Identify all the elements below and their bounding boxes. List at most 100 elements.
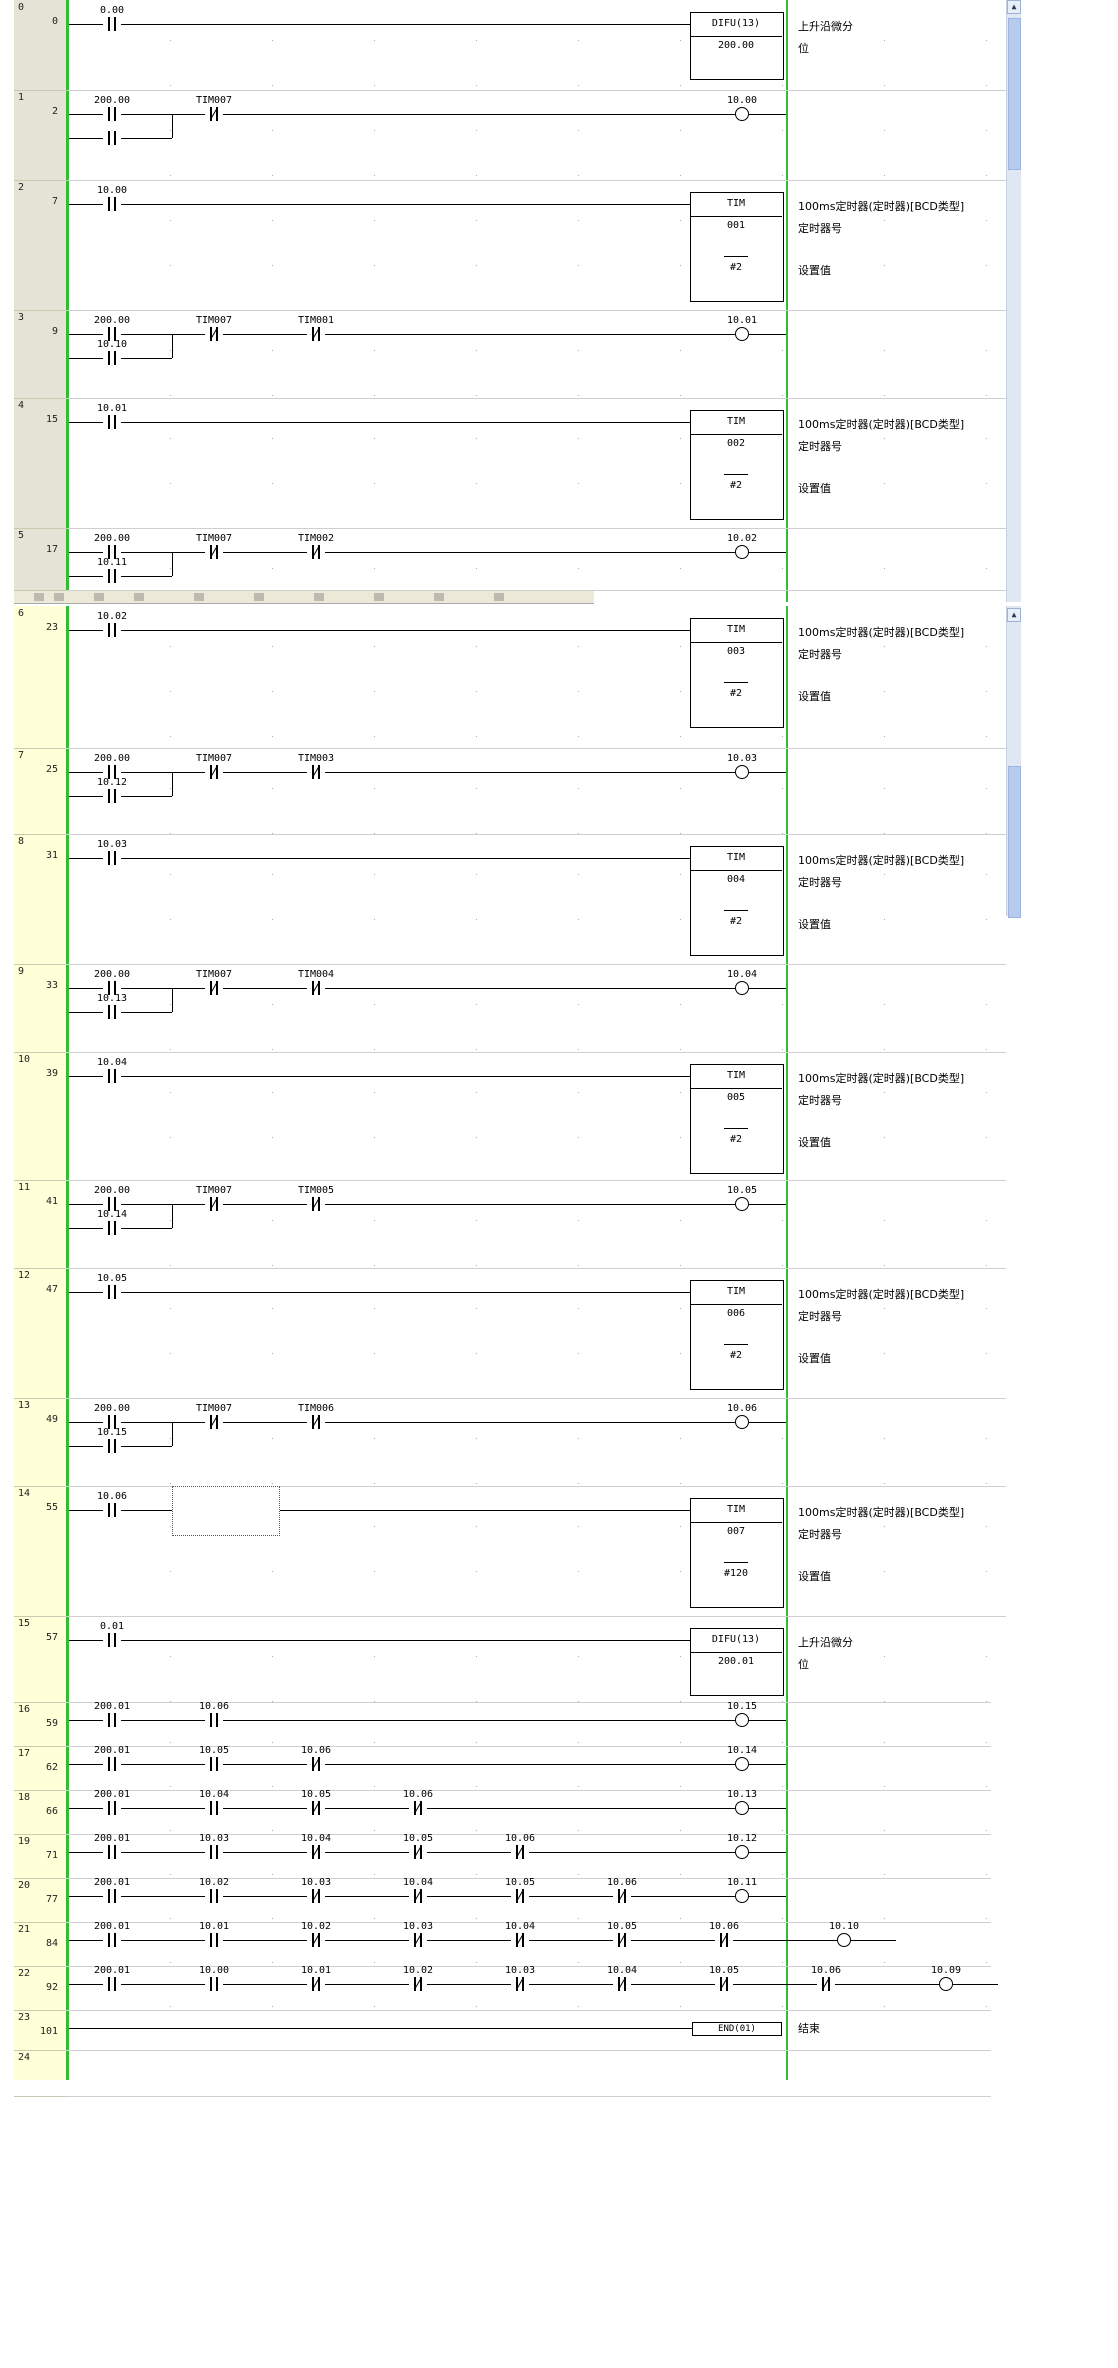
contact-seal[interactable]	[103, 1439, 121, 1453]
contact-3[interactable]	[409, 1889, 427, 1903]
timer-block[interactable]	[690, 1280, 784, 1390]
contact-a[interactable]	[103, 545, 121, 559]
contact-input[interactable]	[103, 623, 121, 637]
contact-b[interactable]	[205, 107, 223, 121]
output-coil[interactable]	[735, 1889, 749, 1903]
output-coil[interactable]	[939, 1977, 953, 1991]
output-coil[interactable]	[735, 1415, 749, 1429]
output-coil[interactable]	[735, 1713, 749, 1727]
contact-input[interactable]	[103, 851, 121, 865]
contact-5[interactable]	[613, 1933, 631, 1947]
contact-3[interactable]	[409, 1933, 427, 1947]
contact-3[interactable]	[409, 1845, 427, 1859]
contact-1[interactable]	[205, 1713, 223, 1727]
contact-c[interactable]	[307, 981, 325, 995]
contact-4[interactable]	[511, 1933, 529, 1947]
output-coil[interactable]	[735, 1801, 749, 1815]
contact-3[interactable]	[409, 1801, 427, 1815]
contact-seal[interactable]	[103, 789, 121, 803]
contact-7[interactable]	[817, 1977, 835, 1991]
output-coil[interactable]	[837, 1933, 851, 1947]
contact-input[interactable]	[103, 1503, 121, 1517]
difu-block[interactable]	[690, 12, 784, 80]
output-coil[interactable]	[735, 545, 749, 559]
contact-b[interactable]	[205, 1415, 223, 1429]
contact-seal[interactable]	[103, 351, 121, 365]
contact-input[interactable]	[103, 1069, 121, 1083]
selection-cursor[interactable]	[172, 1486, 280, 1536]
contact-0[interactable]	[103, 1757, 121, 1771]
timer-block[interactable]	[690, 618, 784, 728]
contact-c[interactable]	[307, 1197, 325, 1211]
contact-2[interactable]	[307, 1889, 325, 1903]
contact-input[interactable]	[103, 17, 121, 31]
contact-a[interactable]	[103, 1197, 121, 1211]
difu-block[interactable]	[690, 1628, 784, 1696]
contact-2[interactable]	[307, 1757, 325, 1771]
lower-scrollbar[interactable]: ▲	[1006, 606, 1021, 918]
output-coil[interactable]	[735, 981, 749, 995]
contact-6[interactable]	[715, 1933, 733, 1947]
contact-2[interactable]	[307, 1977, 325, 1991]
contact-1[interactable]	[205, 1801, 223, 1815]
contact-seal[interactable]	[103, 1221, 121, 1235]
contact-c[interactable]	[307, 1415, 325, 1429]
contact-5[interactable]	[613, 1977, 631, 1991]
contact-4[interactable]	[511, 1845, 529, 1859]
contact-c[interactable]	[307, 545, 325, 559]
timer-block[interactable]	[690, 1498, 784, 1608]
contact-b[interactable]	[205, 981, 223, 995]
contact-a[interactable]	[103, 1415, 121, 1429]
contact-b[interactable]	[205, 765, 223, 779]
contact-seal[interactable]	[103, 569, 121, 583]
contact-4[interactable]	[511, 1889, 529, 1903]
contact-a[interactable]	[103, 765, 121, 779]
contact-1[interactable]	[205, 1933, 223, 1947]
contact-seal[interactable]	[103, 1005, 121, 1019]
contact-c[interactable]	[307, 765, 325, 779]
contact-4[interactable]	[511, 1977, 529, 1991]
output-coil[interactable]	[735, 1757, 749, 1771]
contact-input[interactable]	[103, 1633, 121, 1647]
contact-2[interactable]	[307, 1801, 325, 1815]
contact-0[interactable]	[103, 1845, 121, 1859]
scroll-thumb-lower[interactable]	[1008, 766, 1021, 918]
output-coil[interactable]	[735, 107, 749, 121]
contact-0[interactable]	[103, 1801, 121, 1815]
contact-2[interactable]	[307, 1845, 325, 1859]
timer-block[interactable]	[690, 192, 784, 302]
contact-0[interactable]	[103, 1713, 121, 1727]
contact-a[interactable]	[103, 981, 121, 995]
contact-5[interactable]	[613, 1889, 631, 1903]
contact-1[interactable]	[205, 1977, 223, 1991]
contact-input[interactable]	[103, 197, 121, 211]
timer-block[interactable]	[690, 846, 784, 956]
contact-input[interactable]	[103, 415, 121, 429]
contact-0[interactable]	[103, 1977, 121, 1991]
scroll-up-button-lower[interactable]: ▲	[1007, 608, 1021, 622]
contact-b[interactable]	[205, 1197, 223, 1211]
contact-6[interactable]	[715, 1977, 733, 1991]
end-instruction[interactable]: END(01)	[692, 2022, 782, 2036]
scroll-up-button[interactable]: ▲	[1007, 0, 1021, 14]
scroll-thumb[interactable]	[1008, 18, 1021, 170]
contact-c[interactable]	[307, 327, 325, 341]
contact-a[interactable]	[103, 107, 121, 121]
contact-a[interactable]	[103, 327, 121, 341]
contact-0[interactable]	[103, 1933, 121, 1947]
contact-seal[interactable]	[103, 131, 121, 145]
output-coil[interactable]	[735, 1845, 749, 1859]
timer-block[interactable]	[690, 410, 784, 520]
contact-1[interactable]	[205, 1845, 223, 1859]
contact-b[interactable]	[205, 327, 223, 341]
output-coil[interactable]	[735, 327, 749, 341]
output-coil[interactable]	[735, 1197, 749, 1211]
contact-input[interactable]	[103, 1285, 121, 1299]
contact-b[interactable]	[205, 545, 223, 559]
output-coil[interactable]	[735, 765, 749, 779]
contact-3[interactable]	[409, 1977, 427, 1991]
timer-block[interactable]	[690, 1064, 784, 1174]
contact-2[interactable]	[307, 1933, 325, 1947]
contact-1[interactable]	[205, 1757, 223, 1771]
contact-1[interactable]	[205, 1889, 223, 1903]
